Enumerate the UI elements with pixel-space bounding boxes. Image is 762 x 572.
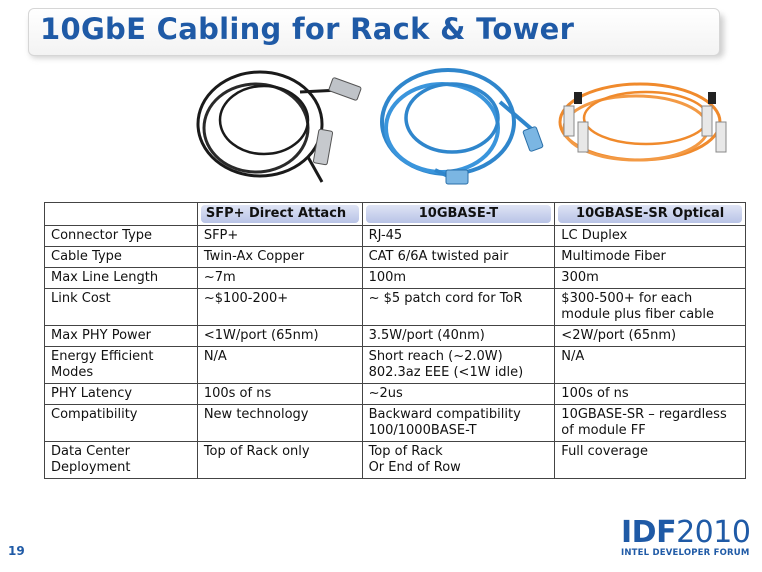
table-cell: <1W/port (65nm) [196, 325, 363, 347]
comparison-table: SFP+ Direct Attach 10GBASE-T 10GBASE-SR … [44, 202, 746, 479]
table-cell: 100m [361, 267, 556, 289]
row-label: Compatibility [44, 404, 198, 442]
table-cell: N/A [554, 346, 746, 384]
table-cell: ~$100-200+ [196, 288, 363, 326]
table-cell: SFP+ [196, 225, 363, 247]
table-cell: 100s of ns [196, 383, 363, 405]
table-cell: Short reach (~2.0W) 802.3az EEE (<1W idl… [361, 346, 556, 384]
table-cell: LC Duplex [554, 225, 746, 247]
table-cell: New technology [196, 404, 363, 442]
table-cell: Top of Rack only [196, 441, 363, 479]
title-box [28, 8, 720, 56]
sfp-cable-image [196, 70, 362, 183]
table-cell: <2W/port (65nm) [554, 325, 746, 347]
table-cell: Multimode Fiber [554, 246, 746, 268]
table-cell: Full coverage [554, 441, 746, 479]
header-empty [44, 202, 198, 226]
table-cell: Twin-Ax Copper [196, 246, 363, 268]
table-cell: ~ $5 patch cord for ToR [361, 288, 556, 326]
table-row: Link Cost~$100-200+~ $5 patch cord for T… [44, 288, 746, 326]
table-cell: CAT 6/6A twisted pair [361, 246, 556, 268]
table-cell: ~2us [361, 383, 556, 405]
table-cell: 100s of ns [554, 383, 746, 405]
row-label: Connector Type [44, 225, 198, 247]
table-cell: Backward compatibility 100/1000BASE-T [361, 404, 556, 442]
header-10gbase-sr: 10GBASE-SR Optical [554, 202, 746, 226]
row-label: Cable Type [44, 246, 198, 268]
table-cell: 300m [554, 267, 746, 289]
table-cell: ~7m [196, 267, 363, 289]
logo-subtitle: INTEL DEVELOPER FORUM [621, 548, 750, 558]
rj45-cable-image [380, 68, 544, 185]
logo-main: IDF2010 [621, 515, 751, 550]
row-label: Link Cost [44, 288, 198, 326]
table-cell: Top of Rack Or End of Row [361, 441, 556, 479]
header-10gbase-t: 10GBASE-T [361, 202, 556, 226]
table-cell: 3.5W/port (40nm) [361, 325, 556, 347]
fiber-cable-image [558, 82, 727, 162]
idf-logo: IDF2010 INTEL DEVELOPER FORUM [621, 515, 751, 559]
slide-title: 10GbE Cabling for Rack & Tower [40, 12, 575, 46]
table-cell: 10GBASE-SR – regardless of module FF [554, 404, 746, 442]
page-number: 19 [8, 544, 25, 558]
row-label: PHY Latency [44, 383, 198, 405]
table-cell: RJ-45 [361, 225, 556, 247]
row-label: Max PHY Power [44, 325, 198, 347]
cable-photos [196, 68, 727, 185]
row-label: Data Center Deployment [44, 441, 198, 479]
row-label: Max Line Length [44, 267, 198, 289]
header-sfp: SFP+ Direct Attach [196, 202, 363, 226]
table-row: Max PHY Power<1W/port (65nm)3.5W/port (4… [44, 325, 746, 347]
table-cell: $300-500+ for each module plus fiber cab… [554, 288, 746, 326]
table-cell: N/A [196, 346, 363, 384]
row-label: Energy Efficient Modes [44, 346, 198, 384]
table-header-row: SFP+ Direct Attach 10GBASE-T 10GBASE-SR … [44, 202, 746, 226]
